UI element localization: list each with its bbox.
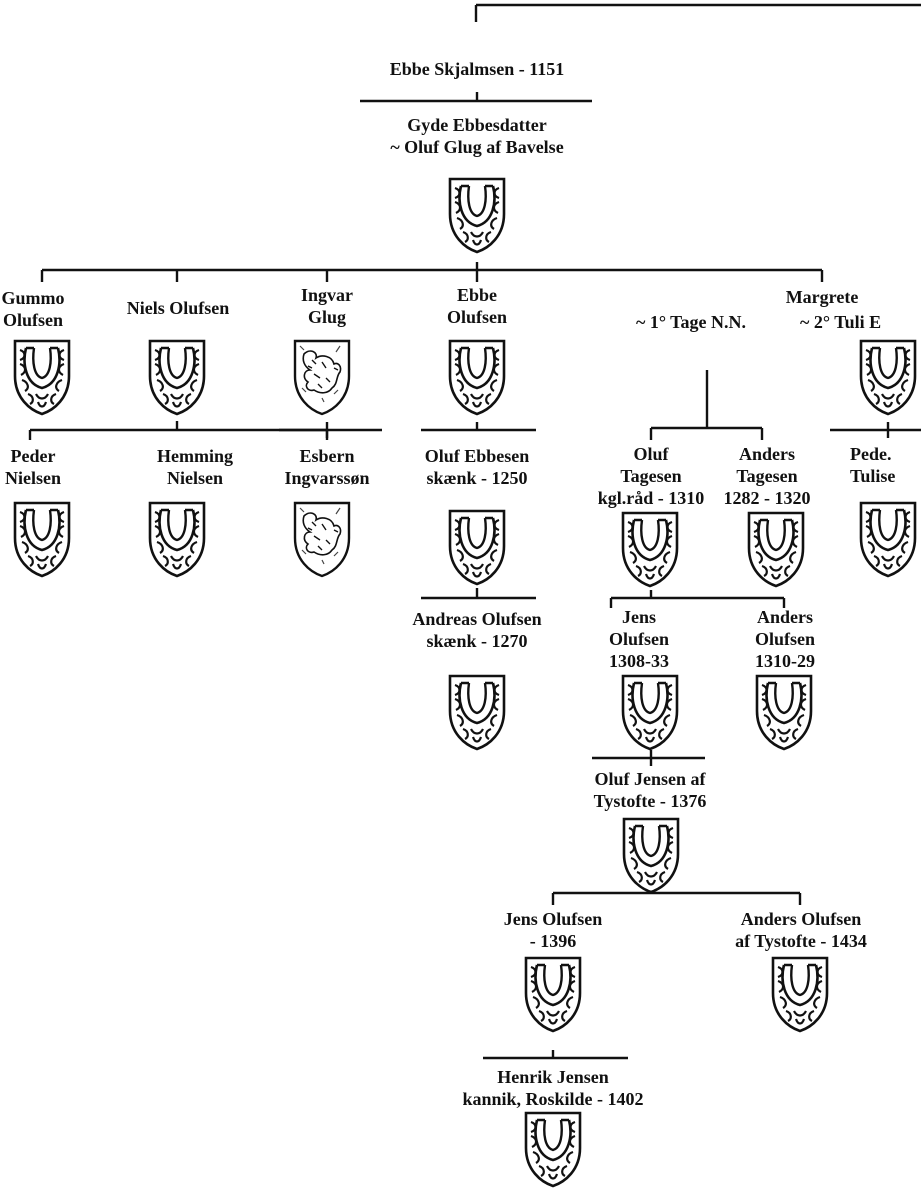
- person-andreas-olufsen: Andreas Olufsen skænk - 1270: [406, 608, 548, 652]
- horseshoe-shield-icon: [755, 674, 813, 751]
- person-dates: 1282 - 1320: [723, 488, 811, 508]
- person-peder-tulisen: Pede. Tulise: [850, 443, 921, 487]
- horseshoe-shield-icon: [148, 501, 206, 578]
- person-surname: Tagesen: [620, 466, 682, 486]
- pedigree-connector-lines: [28, 3, 921, 1060]
- person-name: Andreas Olufsen: [412, 609, 542, 629]
- person-title: skænk - 1270: [426, 631, 528, 651]
- horseshoe-shield-icon: [13, 501, 71, 578]
- person-surname: Tagesen: [736, 466, 798, 486]
- person-title: skænk - 1250: [426, 468, 528, 488]
- horseshoe-shield-icon: [771, 956, 829, 1033]
- horseshoe-shield-icon: [622, 817, 680, 894]
- person-surname: Glug: [307, 307, 346, 327]
- spouse-name: ~ 1° Tage N.N.: [635, 312, 747, 332]
- person-dates: - 1396: [529, 931, 577, 951]
- person-title: kannik, Roskilde - 1402: [462, 1089, 644, 1109]
- person-hemming-nielsen: Hemming Nielsen: [140, 445, 250, 489]
- horseshoe-shield-icon: [448, 339, 506, 416]
- person-title: Tystofte - 1376: [593, 791, 707, 811]
- person-name: Niels Olufsen: [126, 298, 230, 318]
- horseshoe-shield-icon: [859, 501, 917, 578]
- horseshoe-shield-icon: [621, 511, 679, 588]
- person-ebbe-olufsen: Ebbe Olufsen: [432, 284, 522, 328]
- person-margrete: Margrete: [762, 286, 882, 308]
- person-ingvar-glug: Ingvar Glug: [282, 284, 372, 328]
- person-surname: Tulise: [850, 466, 896, 486]
- person-title: kgl.råd - 1310: [597, 488, 705, 508]
- person-esbern-ingvarsson: Esbern Ingvarssøn: [272, 445, 382, 489]
- person-anders-olufsen-1310: Anders Olufsen 1310-29: [740, 606, 830, 672]
- horseshoe-shield-icon: [448, 509, 506, 586]
- person-anders-tagesen: Anders Tagesen 1282 - 1320: [712, 443, 822, 509]
- horseshoe-shield-icon: [859, 339, 917, 416]
- person-title: af Tystofte - 1434: [735, 931, 867, 951]
- person-gyde-ebbesdatter: Gyde Ebbesdatter ~ Oluf Glug af Bavelse: [350, 114, 604, 158]
- person-surname: Olufsen: [608, 629, 669, 649]
- person-surname: Olufsen: [754, 629, 815, 649]
- horseshoe-shield-icon: [448, 674, 506, 751]
- beast-shield-icon: [293, 501, 351, 578]
- spouse-tage: ~ 1° Tage N.N.: [606, 311, 776, 333]
- person-name: Oluf: [633, 444, 669, 464]
- person-oluf-tagesen: Oluf Tagesen kgl.råd - 1310: [588, 443, 714, 509]
- person-name: Gyde Ebbesdatter: [407, 115, 547, 135]
- person-name: Jens Olufsen: [503, 909, 603, 929]
- person-name: Anders: [738, 444, 795, 464]
- spouse-name: ~ 2° Tuli E: [800, 312, 882, 332]
- person-surname: Olufsen: [446, 307, 507, 327]
- person-niels-olufsen: Niels Olufsen: [113, 297, 243, 319]
- horseshoe-shield-icon: [524, 956, 582, 1033]
- person-name: Anders Olufsen: [740, 909, 862, 929]
- person-name: Hemming: [157, 446, 233, 466]
- horseshoe-shield-icon: [747, 511, 805, 588]
- horseshoe-shield-icon: [13, 339, 71, 416]
- person-name: Oluf Ebbesen: [424, 446, 530, 466]
- person-oluf-jensen: Oluf Jensen af Tystofte - 1376: [580, 768, 720, 812]
- person-gummo-olufsen: Gummo Olufsen: [0, 287, 66, 331]
- person-dates: 1310-29: [755, 651, 815, 671]
- person-jens-olufsen-1308: Jens Olufsen 1308-33: [594, 606, 684, 672]
- person-name: Pede.: [850, 444, 892, 464]
- spouse-tuli: ~ 2° Tuli E: [800, 311, 921, 333]
- person-name: Ebbe Skjalmsen - 1151: [389, 59, 565, 79]
- person-name: Jens: [621, 607, 656, 627]
- spouse-note: ~ Oluf Glug af Bavelse: [390, 137, 564, 157]
- person-oluf-ebbesen: Oluf Ebbesen skænk - 1250: [412, 445, 542, 489]
- person-anders-olufsen-1434: Anders Olufsen af Tystofte - 1434: [716, 908, 886, 952]
- person-name: Henrik Jensen: [497, 1067, 609, 1087]
- person-dates: 1308-33: [609, 651, 669, 671]
- beast-shield-icon: [293, 339, 351, 416]
- person-surname: Ingvarssøn: [284, 468, 370, 488]
- horseshoe-shield-icon: [524, 1111, 582, 1188]
- person-name: Ebbe: [456, 285, 498, 305]
- person-name: Esbern: [299, 446, 355, 466]
- person-surname: Nielsen: [5, 468, 61, 488]
- person-surname: Olufsen: [2, 310, 63, 330]
- horseshoe-shield-icon: [448, 177, 506, 254]
- person-jens-olufsen-1396: Jens Olufsen - 1396: [486, 908, 620, 952]
- person-name: Peder: [10, 446, 56, 466]
- person-henrik-jensen: Henrik Jensen kannik, Roskilde - 1402: [440, 1066, 666, 1110]
- person-name: Gummo: [1, 288, 65, 308]
- person-ebbe-skjalmsen: Ebbe Skjalmsen - 1151: [367, 58, 587, 80]
- person-name: Anders: [756, 607, 813, 627]
- horseshoe-shield-icon: [621, 674, 679, 751]
- person-name: Margrete: [785, 287, 859, 307]
- person-surname: Nielsen: [167, 468, 223, 488]
- person-name: Oluf Jensen af: [594, 769, 706, 789]
- horseshoe-shield-icon: [148, 339, 206, 416]
- person-peder-nielsen: Peder Nielsen: [0, 445, 66, 489]
- person-name: Ingvar: [300, 285, 353, 305]
